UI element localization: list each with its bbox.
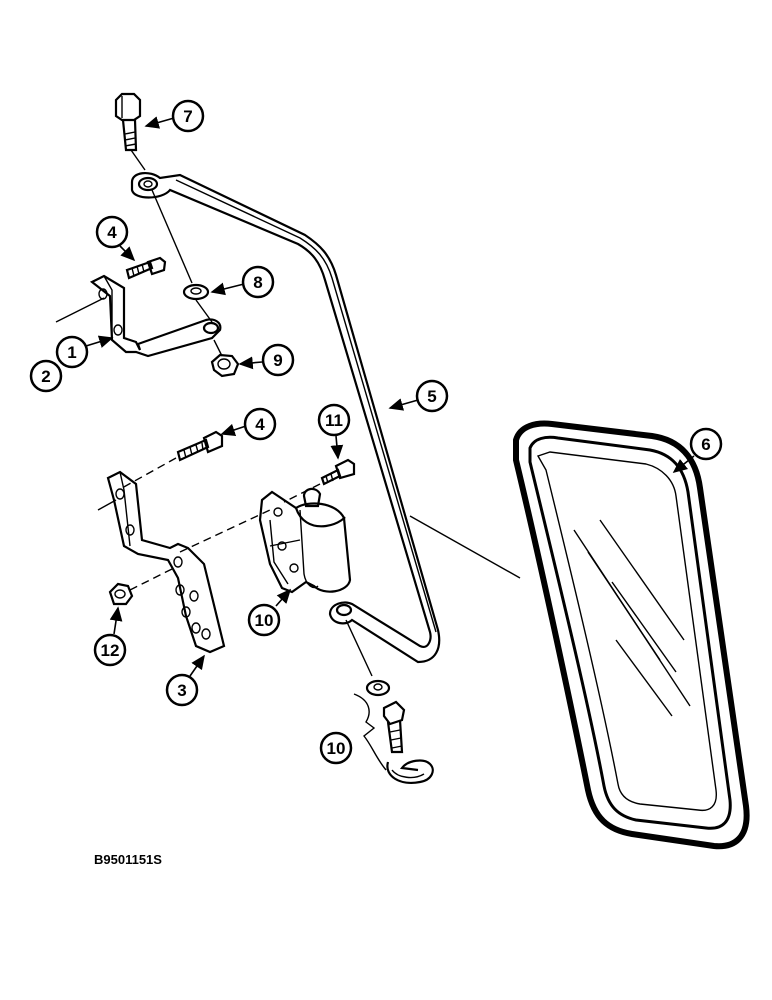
- callout-label: 10: [327, 739, 346, 758]
- bolt-4-upper: [125, 256, 167, 280]
- bolt-4-lower: [176, 430, 224, 462]
- callout-4-upper: 4: [95, 215, 136, 262]
- callout-label: 5: [427, 387, 436, 406]
- washer-8: [182, 283, 210, 301]
- callout-10-upper: 10: [247, 588, 292, 637]
- lower-bracket-3: [106, 470, 226, 654]
- assembly-line-top-2: [195, 299, 213, 323]
- assembly-line-12: [129, 567, 175, 591]
- callout-1: 1: [55, 335, 114, 369]
- callout-11: 11: [317, 403, 351, 460]
- callout-label: 1: [67, 343, 76, 362]
- callout-label: 2: [41, 367, 50, 386]
- callout-5: 5: [388, 379, 449, 413]
- assembly-line-lower-bolt: [121, 457, 177, 489]
- figure-code: B9501151S: [94, 852, 162, 867]
- callout-label: 12: [101, 641, 120, 660]
- callout-3: 3: [165, 654, 205, 707]
- callout-label: 3: [177, 681, 186, 700]
- callout-label: 9: [273, 351, 282, 370]
- callout-2: 2: [29, 359, 63, 393]
- bolt-11: [320, 458, 356, 486]
- callout-4-lower: 4: [220, 407, 277, 441]
- bracket-leader-3: [97, 499, 117, 511]
- nut-9: [210, 339, 240, 378]
- callout-6: 6: [672, 427, 723, 473]
- bolt-7: [114, 92, 146, 171]
- callout-label: 4: [107, 223, 117, 242]
- callout-label: 7: [183, 107, 192, 126]
- assembly-line-3: [179, 509, 271, 553]
- callout-10-lower: 10: [319, 731, 353, 765]
- bracket-leader-1: [55, 297, 105, 323]
- nut-12: [108, 582, 134, 606]
- mirror-mount-line: [409, 515, 521, 579]
- callout-label: 11: [325, 411, 343, 430]
- upper-bracket-1: [89, 274, 222, 358]
- mirror-6: [513, 420, 750, 850]
- mirror-arm-5: [130, 172, 441, 664]
- callout-12: 12: [93, 606, 127, 667]
- assembly-line-11: [283, 483, 321, 503]
- callout-label: 6: [701, 435, 710, 454]
- lower-hardware-10: [345, 619, 434, 784]
- callout-8: 8: [210, 265, 275, 299]
- callout-7: 7: [144, 99, 205, 133]
- pivot-housing-10: [258, 487, 352, 594]
- assembly-line-top: [151, 189, 193, 284]
- callout-9: 9: [238, 343, 295, 377]
- callout-label: 4: [255, 415, 265, 434]
- callout-label: 8: [253, 273, 262, 292]
- callout-label: 10: [255, 611, 274, 630]
